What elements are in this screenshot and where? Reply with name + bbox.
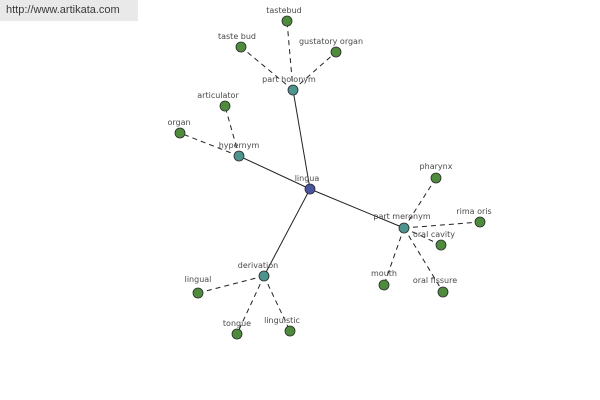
edge-part-meronym-oral-fissure: [403, 227, 444, 293]
node-label-pharynx: pharynx: [420, 162, 453, 171]
node-lingua[interactable]: [304, 183, 316, 195]
node-label-gustatory-organ: gustatory organ: [299, 37, 363, 46]
node-part-holonym[interactable]: [287, 84, 299, 96]
node-organ[interactable]: [174, 127, 186, 139]
node-derivation[interactable]: [258, 270, 270, 282]
edge-part-meronym-oral-cavity: [403, 227, 442, 246]
watermark-url[interactable]: http://www.artikata.com: [0, 0, 138, 21]
node-rima-oris[interactable]: [474, 216, 486, 228]
node-label-rima-oris: rima oris: [456, 207, 491, 216]
edge-part-meronym-mouth: [383, 227, 405, 286]
node-mouth[interactable]: [378, 279, 390, 291]
node-label-tastebud: tastebud: [266, 6, 302, 15]
edge-part-holonym-gustatory-organ: [292, 51, 337, 91]
node-label-articulator: articulator: [197, 91, 239, 100]
edge-lingua-part-meronym: [309, 188, 405, 229]
node-pharynx[interactable]: [430, 172, 442, 184]
edge-lingua-derivation: [263, 188, 311, 277]
node-lingual[interactable]: [192, 287, 204, 299]
node-articulator[interactable]: [219, 100, 231, 112]
edge-hypernym-organ: [179, 132, 240, 157]
node-gustatory-organ[interactable]: [330, 46, 342, 58]
node-label-part-holonym: part holonym: [262, 75, 316, 84]
node-tastebud[interactable]: [281, 15, 293, 27]
node-label-derivation: derivation: [238, 261, 278, 270]
node-oral-cavity[interactable]: [435, 239, 447, 251]
edge-part-holonym-taste-bud: [240, 46, 294, 91]
node-part-meronym[interactable]: [398, 222, 410, 234]
node-label-tongue: tongue: [223, 319, 251, 328]
node-label-hypernym: hypernym: [219, 141, 260, 150]
node-label-lingua: lingua: [295, 174, 320, 183]
node-linguistic[interactable]: [284, 325, 296, 337]
node-taste-bud[interactable]: [235, 41, 247, 53]
edge-derivation-tongue: [236, 275, 265, 335]
edge-derivation-linguistic: [263, 275, 291, 332]
edge-part-meronym-rima-oris: [403, 221, 481, 229]
node-hypernym[interactable]: [233, 150, 245, 162]
node-label-part-meronym: part meronym: [373, 212, 430, 221]
node-label-mouth: mouth: [371, 269, 397, 278]
edge-part-holonym-tastebud: [286, 20, 294, 91]
node-oral-fissure[interactable]: [437, 286, 449, 298]
node-label-oral-cavity: oral cavity: [413, 230, 455, 239]
node-label-linguistic: linguistic: [264, 316, 300, 325]
node-tongue[interactable]: [231, 328, 243, 340]
node-label-oral-fissure: oral fissure: [413, 276, 457, 285]
edge-lingua-part-holonym: [292, 89, 311, 190]
node-label-lingual: lingual: [185, 275, 212, 284]
node-label-taste-bud: taste bud: [218, 32, 256, 41]
edge-part-meronym-pharynx: [403, 177, 437, 229]
node-label-organ: organ: [167, 118, 190, 127]
edge-derivation-lingual: [197, 275, 265, 294]
edge-lingua-hypernym: [238, 155, 311, 190]
